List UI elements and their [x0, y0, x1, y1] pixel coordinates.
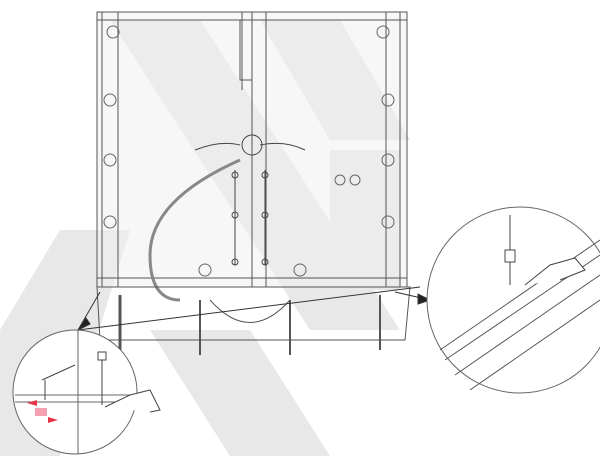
- shower-cabin-back-panel: [96, 11, 408, 302]
- direction-arrow-icon: [27, 400, 58, 423]
- callout-lines: [76, 286, 432, 332]
- screw-icon: [504, 215, 516, 285]
- detail-circle-right: [426, 206, 600, 394]
- screwdriver-icon: [524, 257, 586, 286]
- hoses-and-jets: [148, 134, 306, 302]
- screwdriver-icon: [104, 389, 161, 413]
- screw-icon: [97, 351, 107, 405]
- fixing-clips: [103, 25, 395, 277]
- bathtub-base: [96, 286, 411, 355]
- detail-circle-left: [12, 329, 161, 455]
